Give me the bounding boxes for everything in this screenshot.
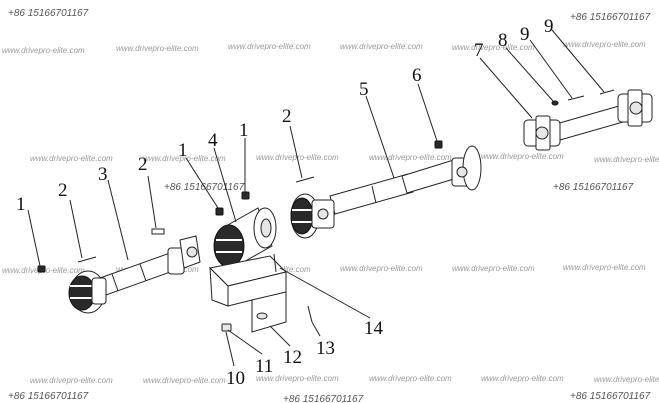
watermark: www.drivepro-elite.com: [563, 263, 646, 272]
middle-driveshaft: [290, 145, 482, 239]
center-bearing: [213, 207, 277, 268]
watermark: www.drivepro-elite.com: [340, 264, 423, 273]
callout-2: 2: [138, 154, 148, 175]
watermark: www.drivepro-elite.com: [30, 154, 113, 163]
callout-1: 1: [178, 140, 188, 161]
watermark: www.drivepro-elite.com: [481, 152, 564, 161]
callout-10: 10: [226, 368, 245, 389]
callout-2: 2: [282, 106, 292, 127]
watermark: www.drivepro-elite.com: [369, 374, 452, 383]
callout-7: 7: [474, 40, 484, 61]
watermark: www.drivepro-elite.com: [30, 376, 113, 385]
watermark: www.drivepro-elite.com: [563, 40, 646, 49]
watermark: www.drivepro-elite.com: [256, 374, 339, 383]
watermark: www.drivepro-elite.com: [143, 154, 226, 163]
phone-number: +86 15166701167: [553, 182, 634, 193]
phone-number: +86 15166701167: [570, 12, 651, 23]
callout-8: 8: [498, 30, 508, 51]
watermark: www.drivepro-elite.com: [340, 42, 423, 51]
callout-14: 14: [364, 318, 384, 339]
callout-11: 11: [255, 356, 273, 377]
watermark: www.drivepro-elite.com: [481, 374, 564, 383]
phone-number: +86 15166701167: [8, 391, 89, 402]
watermark: www.drivepro-elite.com: [369, 153, 452, 162]
watermark: www.drivepro-elite.com: [228, 42, 311, 51]
callout-5: 5: [359, 79, 369, 100]
callout-3: 3: [98, 164, 108, 185]
callout-12: 12: [283, 347, 302, 368]
watermark: www.drivepro-elite.com: [594, 375, 659, 384]
phone-number: +86 15166701167: [283, 394, 364, 403]
phone-number: +86 15166701167: [570, 391, 651, 402]
callout-9: 9: [520, 24, 530, 45]
watermark: www.drivepro-elite.com: [452, 43, 535, 52]
right-driveshaft: [523, 89, 653, 151]
callout-6: 6: [412, 65, 422, 86]
callout-numbers: 1 2 3 2 1 4 1 2 5 6 7 8 9 9 10 11 12 13 …: [16, 16, 554, 389]
watermark: www.drivepro-elite.com: [594, 155, 659, 164]
callout-2: 2: [58, 180, 68, 201]
watermark: www.drivepro-elite.com: [452, 264, 535, 273]
phone-number: +86 15166701167: [8, 8, 89, 19]
mounting-bracket: [208, 255, 287, 333]
left-driveshaft: [68, 235, 201, 314]
leader-lines: [27, 29, 605, 367]
callout-9: 9: [544, 16, 554, 37]
fasteners: [37, 89, 615, 332]
callout-1: 1: [16, 194, 26, 215]
watermark: www.drivepro-elite.com: [2, 46, 85, 55]
callout-1: 1: [239, 120, 249, 141]
watermark: www.drivepro-elite.com: [116, 44, 199, 53]
callout-4: 4: [208, 130, 218, 151]
callout-13: 13: [316, 338, 335, 359]
watermark: www.drivepro-elite.com: [143, 376, 226, 385]
